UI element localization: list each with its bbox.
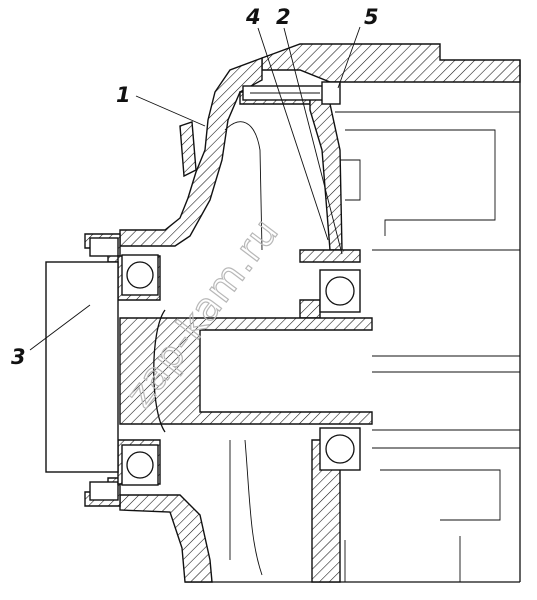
callout-2: 2 — [276, 5, 291, 29]
bearing-left-bottom — [121, 444, 159, 486]
callout-1: 1 — [116, 83, 131, 107]
leader-5 — [337, 26, 361, 89]
end-cap — [45, 261, 119, 473]
leader-3 — [29, 304, 91, 351]
callout-3: 3 — [11, 345, 26, 369]
shaft — [119, 309, 373, 433]
bearing-left-top — [121, 254, 159, 296]
leader-1 — [135, 95, 206, 127]
leader-4 — [257, 27, 329, 241]
callout-4: 4 — [245, 5, 261, 29]
leader-2 — [283, 27, 343, 255]
bearing-right-bottom — [319, 427, 361, 471]
bearing-cover — [119, 56, 311, 583]
callout-5: 5 — [364, 5, 379, 29]
fastening-bolt — [242, 81, 341, 105]
bearing-right-top — [319, 269, 361, 313]
leader-lines — [29, 26, 361, 351]
intermediate-partition — [299, 90, 361, 583]
gearbox-housing — [185, 43, 521, 583]
